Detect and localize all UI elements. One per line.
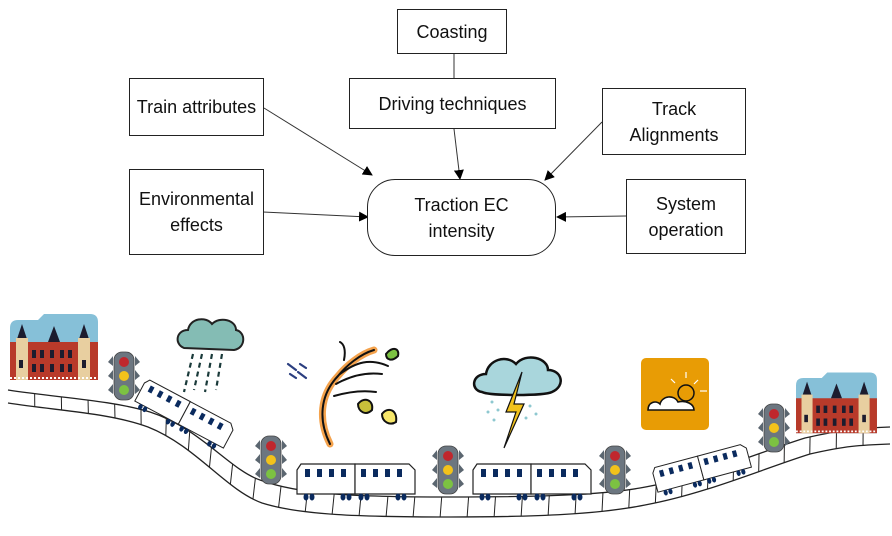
node-track-alignments: Track Alignments [602, 88, 746, 155]
rain-cloud-icon [176, 318, 245, 393]
traffic-light-icon [431, 445, 465, 495]
train-icon [472, 463, 592, 502]
node-label: Train attributes [136, 97, 257, 117]
wind-tree-icon [286, 341, 400, 448]
edge-track-traction [544, 121, 603, 181]
track-sleeper [187, 431, 191, 451]
track-sleeper [547, 495, 550, 516]
station-right-icon [795, 371, 878, 435]
track-sleeper [252, 478, 256, 500]
node-train-attributes: Train attributes [129, 78, 264, 136]
node-label-line1: Traction EC [414, 194, 509, 215]
node-label-line2: effects [170, 215, 223, 235]
track-sleeper [628, 489, 631, 508]
track-sleeper [466, 496, 470, 517]
track-sleeper [278, 486, 282, 508]
track-sleeper [331, 493, 335, 515]
node-label: Coasting [416, 21, 488, 42]
node-label-line2: operation [648, 219, 724, 240]
node-coasting: Coasting [397, 9, 507, 54]
track-sleeper [654, 484, 657, 503]
track-sleeper [412, 496, 416, 517]
traffic-light-icon [598, 445, 632, 495]
track-sleeper [520, 496, 523, 517]
node-driving-techniques: Driving techniques [349, 78, 556, 129]
node-environmental-effects: Environmental effects [129, 169, 264, 255]
track-sleeper [229, 463, 234, 485]
edge-system-traction [556, 211, 627, 222]
edge-env-traction [262, 211, 369, 222]
train-ascending-icon [651, 442, 754, 498]
traffic-light-icon [107, 351, 141, 401]
track-sleeper [493, 496, 496, 517]
edge-driving-traction [453, 128, 464, 180]
edge-train-traction [263, 107, 373, 176]
node-label-line1: System [655, 193, 716, 214]
node-label-line2: intensity [428, 220, 495, 241]
node-label-line1: Environmental [138, 189, 255, 209]
traffic-light-icon [254, 435, 288, 485]
partly-sunny-icon [641, 358, 709, 430]
traffic-light-icon [757, 403, 791, 453]
node-label-line2: Alignments [629, 124, 719, 145]
station-left-icon [9, 313, 99, 381]
track-sleeper [385, 496, 389, 517]
node-label-line1: Track [651, 98, 697, 119]
track-sleeper [601, 492, 604, 512]
track-sleeper [439, 496, 443, 518]
diagram-connectors [262, 54, 627, 222]
node-traction-ec-intensity: Traction EC intensity [367, 179, 556, 256]
node-system-operation: System operation [626, 179, 746, 254]
track-sleeper [208, 447, 212, 468]
node-label: Driving techniques [378, 93, 527, 114]
track-sleepers [34, 393, 864, 518]
storm-cloud-icon [473, 356, 562, 449]
